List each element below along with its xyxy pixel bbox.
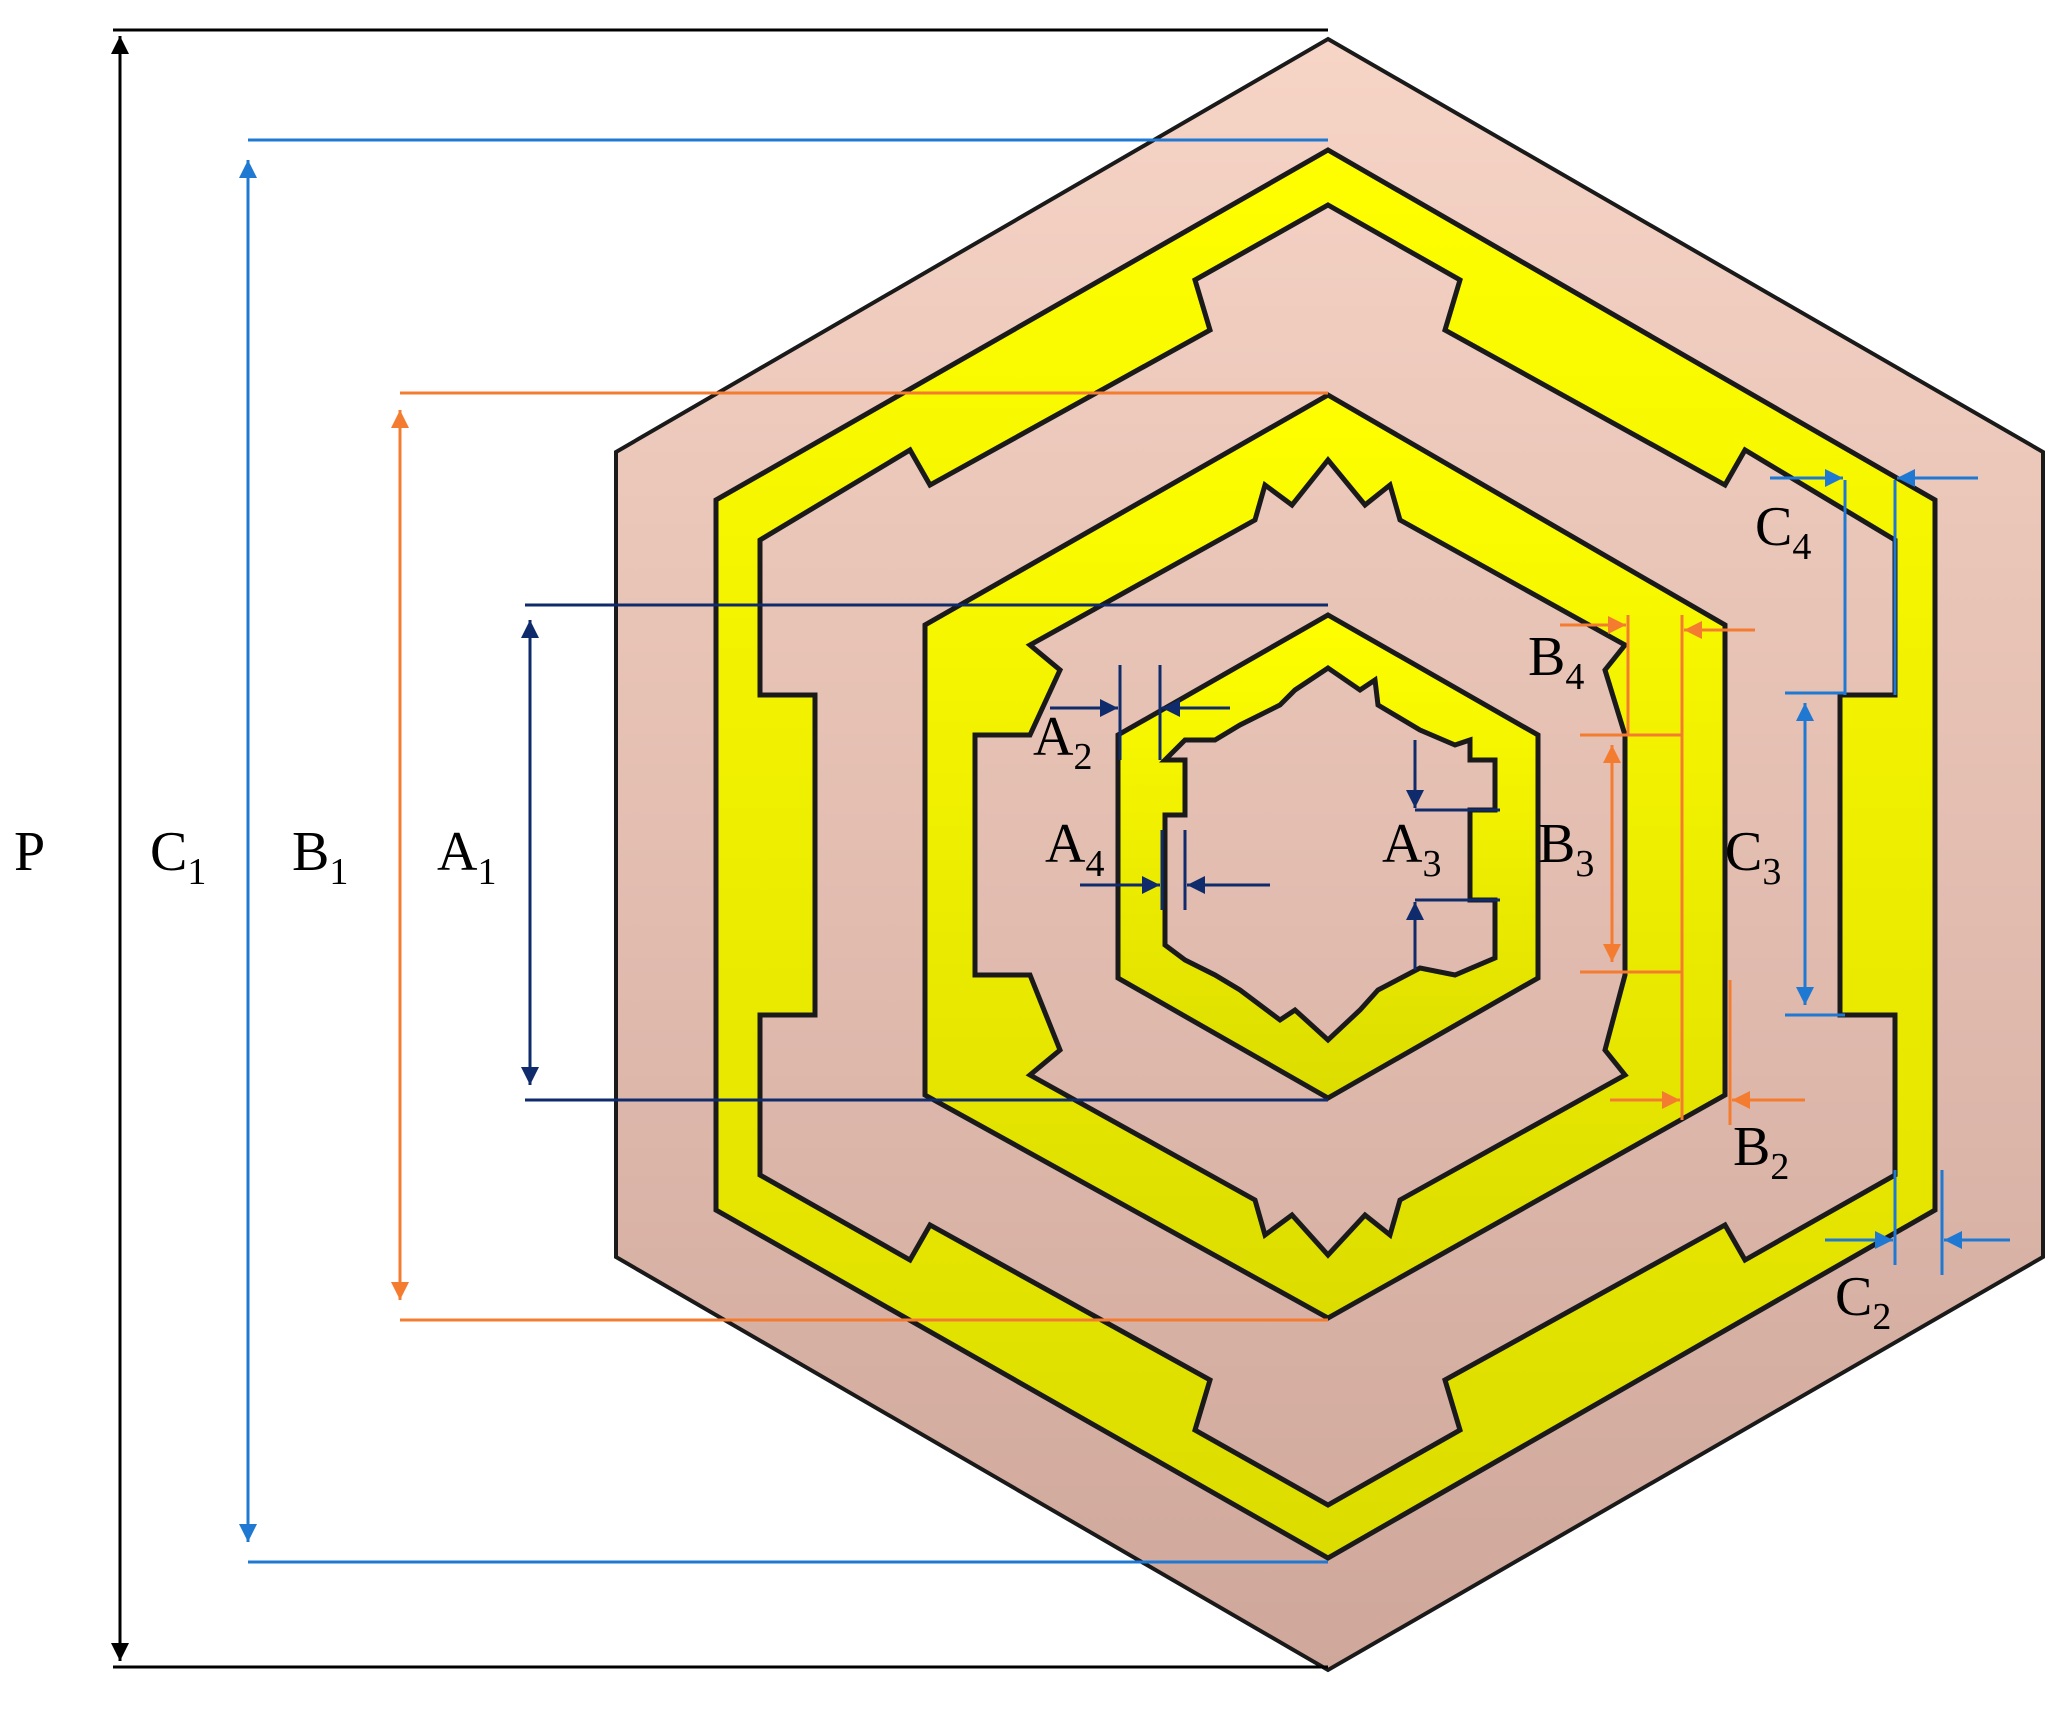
middle-ring (922, 392, 1728, 1321)
label-C3: C3 (1725, 821, 1781, 893)
label-B1: B1 (292, 821, 348, 893)
label-B4: B4 (1528, 626, 1584, 698)
dimension-C4 (1770, 469, 1978, 695)
dimension-C3 (1785, 691, 1845, 1017)
dimension-A2 (1050, 665, 1230, 760)
dimension-B2 (1610, 980, 1805, 1125)
dimension-B4 (1560, 615, 1755, 1120)
dimension-C2 (1825, 1170, 2010, 1275)
dimension-C1 (239, 138, 1328, 1564)
substrate-hexagon (614, 36, 2045, 1673)
label-C2: C2 (1835, 1266, 1891, 1338)
label-A4: A4 (1045, 813, 1104, 885)
dimension-B3 (1580, 733, 1682, 974)
dimension-A1 (521, 603, 1328, 1102)
label-C1: C1 (150, 821, 206, 893)
label-P: P (14, 821, 45, 883)
label-C4: C4 (1755, 496, 1811, 568)
dimension-P (111, 28, 1328, 1669)
label-A3: A3 (1382, 813, 1441, 885)
label-B2: B2 (1733, 1116, 1789, 1188)
label-B3: B3 (1538, 813, 1594, 885)
inner-ring (1115, 612, 1541, 1101)
dimension-A3 (1406, 740, 1500, 970)
label-A2: A2 (1033, 706, 1092, 778)
dimension-A4 (1080, 830, 1270, 910)
label-A1: A1 (437, 821, 496, 893)
dimension-B1 (391, 391, 1328, 1322)
